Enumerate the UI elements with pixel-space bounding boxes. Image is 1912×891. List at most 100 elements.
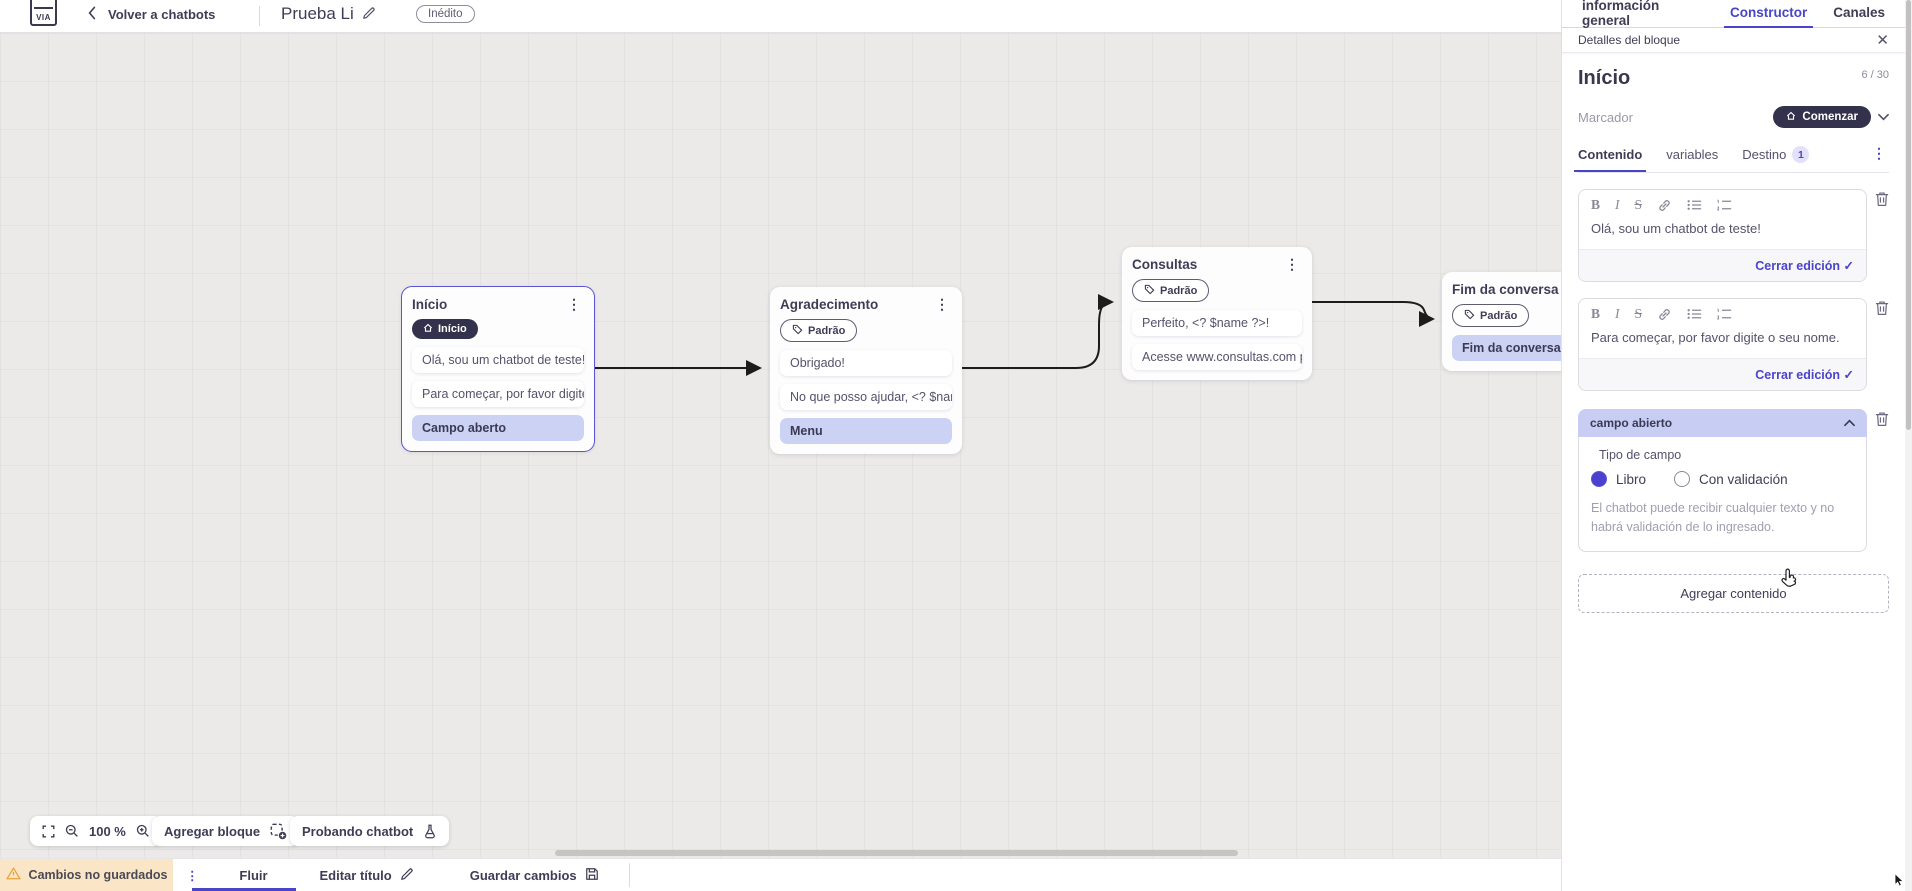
chevron-down-icon[interactable]	[1878, 108, 1889, 126]
edit-title-button[interactable]: Editar título	[312, 859, 422, 891]
edit-title-pencil-icon[interactable]	[362, 6, 376, 25]
header-divider	[259, 6, 260, 26]
unsaved-label: Cambios no guardados	[28, 868, 168, 882]
node-menu-icon[interactable]: ⋮	[567, 296, 581, 312]
tab-destino[interactable]: Destino 1	[1742, 142, 1810, 172]
tab-contenido[interactable]: Contenido	[1573, 143, 1647, 172]
message-text-input[interactable]: Olá, sou um chatbot de teste!	[1591, 221, 1761, 236]
tab-informacion-general[interactable]: información general	[1582, 0, 1660, 28]
radio-unselected[interactable]	[1674, 471, 1691, 488]
numbered-list-icon[interactable]	[1717, 308, 1732, 320]
add-block-button[interactable]: Agregar bloque	[152, 816, 300, 846]
trash-icon[interactable]	[1875, 300, 1889, 321]
back-to-chatbots-button[interactable]: Volver a chatbots	[88, 6, 215, 23]
radio-option-libro[interactable]: Libro	[1591, 471, 1646, 488]
save-changes-button[interactable]: Guardar cambios	[462, 859, 607, 891]
bullet-list-icon[interactable]	[1687, 199, 1702, 211]
fullscreen-icon[interactable]	[42, 825, 55, 838]
block-name[interactable]: Início	[1578, 67, 1631, 89]
tag-icon	[1464, 309, 1475, 323]
link-icon[interactable]	[1657, 198, 1672, 213]
strikethrough-icon[interactable]: S	[1634, 306, 1643, 322]
radio-option-con-validacion[interactable]: Con validación	[1674, 471, 1788, 488]
node-menu-icon[interactable]: ⋮	[1285, 256, 1299, 272]
marker-select[interactable]: Comenzar	[1773, 106, 1871, 128]
flow-node-agradecimento[interactable]: Agradecimento ⋮ Padrão Obrigado! No que …	[770, 287, 962, 454]
node-message-row[interactable]: Para começar, por favor digite o ...	[412, 381, 584, 407]
italic-icon[interactable]: I	[1615, 197, 1620, 212]
node-badge-label: Padrão	[1160, 284, 1198, 297]
node-end-row[interactable]: Fim da conversa	[1452, 335, 1561, 361]
numbered-list-icon[interactable]	[1717, 199, 1732, 211]
test-chatbot-button[interactable]: Probando chatbot	[290, 816, 450, 846]
strikethrough-icon[interactable]: S	[1634, 197, 1643, 212]
flow-node-fim[interactable]: Fim da conversa Padrão Fim da conversa	[1442, 272, 1561, 371]
node-menu-row[interactable]: Menu	[780, 418, 952, 444]
tab-canales[interactable]: Canales	[1833, 5, 1885, 20]
tab-destino-label: Destino	[1742, 147, 1787, 162]
close-edit-button[interactable]: Cerrar edición ✓	[1579, 358, 1866, 391]
tab-constructor[interactable]: Constructor	[1723, 0, 1814, 28]
details-panel: información general Constructor Canales …	[1561, 0, 1905, 891]
home-icon	[423, 323, 433, 336]
flow-canvas[interactable]: Início ⋮ Início Olá, sou um chatbot de t…	[0, 33, 1561, 858]
char-counter: 6 / 30	[1861, 69, 1889, 81]
close-icon[interactable]: ✕	[1876, 32, 1889, 49]
tab-variables[interactable]: variables	[1666, 147, 1719, 162]
trash-icon[interactable]	[1875, 411, 1889, 432]
marker-row: Marcador Comenzar	[1578, 106, 1889, 128]
scrollbar-thumb[interactable]	[1906, 0, 1911, 430]
node-message-row[interactable]: Acesse www.consultas.com par...	[1132, 344, 1302, 370]
bold-icon[interactable]: B	[1591, 306, 1601, 322]
test-chatbot-label: Probando chatbot	[302, 823, 414, 839]
close-edit-label: Cerrar edición	[1755, 368, 1841, 383]
trash-icon[interactable]	[1875, 191, 1889, 212]
message-text-input[interactable]: Para começar, por favor digite o seu nom…	[1591, 330, 1840, 346]
node-message-row[interactable]: Perfeito, <? $name ?>!	[1132, 310, 1302, 336]
open-field-section: campo abierto Tipo de campo Libro	[1578, 409, 1889, 552]
panel-vertical-scrollbar[interactable]	[1905, 0, 1912, 891]
builder-tabs: información general Constructor Canales	[1562, 0, 1905, 28]
save-icon	[585, 867, 599, 884]
node-badge-label: Padrão	[1480, 309, 1518, 322]
node-message-row[interactable]: Olá, sou um chatbot de teste!	[412, 347, 584, 373]
bullet-list-icon[interactable]	[1687, 308, 1702, 320]
node-message-row[interactable]: No que posso ajudar, <? $name ...	[780, 384, 952, 410]
node-message-row[interactable]: Obrigado!	[780, 350, 952, 376]
node-badge-label: Padrão	[808, 324, 846, 337]
close-edit-label: Cerrar edición	[1755, 259, 1841, 274]
block-options-kebab-icon[interactable]: ⋮	[1872, 145, 1886, 161]
zoom-out-icon[interactable]	[65, 824, 79, 838]
tab-fluir[interactable]: Fluir	[191, 859, 296, 891]
canvas-horizontal-scrollbar[interactable]	[555, 850, 1238, 856]
app-logo: VIA	[30, 0, 57, 26]
open-field-header[interactable]: campo abierto	[1578, 409, 1867, 438]
close-edit-button[interactable]: Cerrar edición ✓	[1579, 249, 1866, 282]
flow-node-consultas[interactable]: Consultas ⋮ Padrão Perfeito, <? $name ?>…	[1122, 247, 1312, 380]
destino-count-badge: 1	[1792, 146, 1810, 163]
content-editor-1: B I S Olá, sou um chatbot de teste! Cerr…	[1578, 189, 1889, 283]
italic-icon[interactable]: I	[1615, 306, 1620, 322]
chevron-left-icon	[88, 6, 96, 23]
edit-title-label: Editar título	[319, 867, 392, 883]
add-block-label: Agregar bloque	[164, 823, 261, 839]
rich-text-toolbar: B I S	[1579, 299, 1866, 326]
add-content-button[interactable]: Agregar contenido	[1578, 573, 1889, 613]
bold-icon[interactable]: B	[1591, 197, 1601, 212]
field-type-label: Tipo de campo	[1599, 448, 1682, 463]
zoom-in-icon[interactable]	[136, 824, 150, 838]
app-logo-text: VIA	[36, 13, 51, 22]
tag-icon	[792, 324, 803, 338]
flow-node-inicio[interactable]: Início ⋮ Início Olá, sou um chatbot de t…	[401, 286, 595, 452]
node-field-row[interactable]: Campo aberto	[412, 415, 584, 441]
radio-selected[interactable]	[1591, 471, 1607, 488]
tag-icon	[1144, 284, 1155, 298]
flow-options-kebab-icon[interactable]: ⋮	[186, 868, 199, 883]
node-menu-icon[interactable]: ⋮	[935, 296, 949, 312]
node-badge-padrao: Padrão	[780, 319, 858, 342]
chevron-up-icon[interactable]	[1844, 416, 1855, 430]
node-badge-inicio: Início	[412, 319, 478, 339]
status-badge: Inédito	[416, 5, 475, 23]
link-icon[interactable]	[1657, 307, 1672, 322]
